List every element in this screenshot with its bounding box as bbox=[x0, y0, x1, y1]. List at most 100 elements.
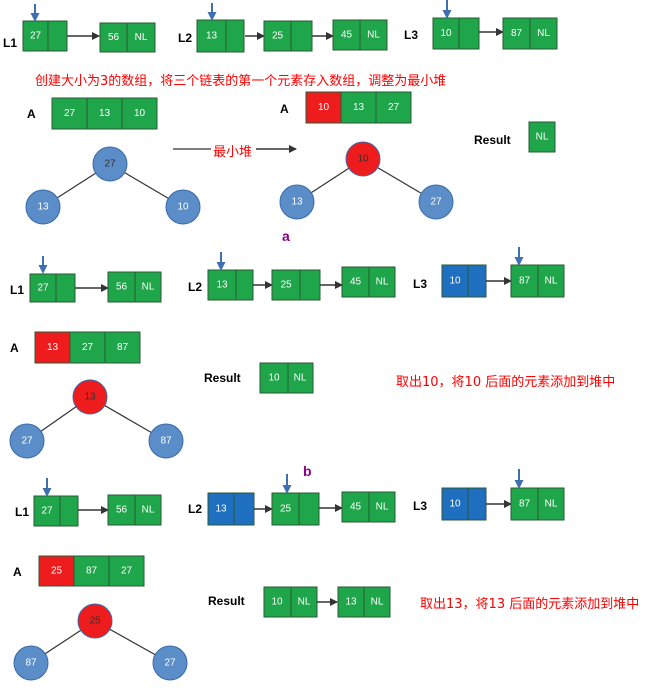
heap-root bbox=[72, 379, 108, 415]
heap-right-value: 27 bbox=[430, 197, 442, 208]
array-value: 13 bbox=[99, 108, 111, 119]
array-cell bbox=[108, 555, 145, 587]
list-node bbox=[33, 495, 61, 527]
array-value: 10 bbox=[134, 108, 146, 119]
list-node bbox=[22, 20, 49, 52]
heap-right bbox=[148, 423, 184, 459]
node-value: 10 bbox=[440, 28, 452, 39]
heap-root-value: 27 bbox=[104, 159, 116, 170]
list-label-l2: L2 bbox=[188, 280, 203, 294]
instruction-text: 创建大小为3的数组，将三个链表的第一个元素存入数组，调整为最小堆 bbox=[35, 74, 447, 89]
list-node bbox=[29, 273, 57, 303]
null-cell bbox=[134, 494, 162, 526]
null-cell bbox=[359, 19, 388, 51]
null-label: NL bbox=[298, 597, 311, 608]
null-label: NL bbox=[294, 373, 307, 384]
null-cell bbox=[134, 271, 162, 303]
heap-right-value: 87 bbox=[160, 436, 172, 447]
result-value: 13 bbox=[345, 597, 357, 608]
list-node bbox=[196, 19, 227, 53]
array-value: 13 bbox=[47, 342, 59, 353]
list-node-pointer bbox=[59, 495, 79, 527]
result-value: 10 bbox=[268, 373, 280, 384]
step-tag-b: b bbox=[303, 463, 312, 479]
node-value: 25 bbox=[272, 31, 284, 42]
list-node-pointer bbox=[298, 492, 320, 526]
null-label: NL bbox=[142, 282, 155, 293]
array-label: A bbox=[280, 102, 289, 116]
heap-left bbox=[9, 423, 45, 459]
array-value: 87 bbox=[86, 566, 98, 577]
node-value: 56 bbox=[116, 282, 128, 293]
array-cell bbox=[121, 97, 158, 130]
list-node-pointer bbox=[467, 487, 487, 521]
result-null-cell bbox=[528, 121, 556, 153]
result-label: Result bbox=[474, 133, 511, 147]
node-value: 56 bbox=[108, 32, 120, 43]
heap-right-value: 27 bbox=[164, 658, 176, 669]
array-value: 27 bbox=[82, 342, 94, 353]
node-value: 10 bbox=[449, 276, 461, 287]
array-value: 87 bbox=[117, 342, 129, 353]
null-cell bbox=[126, 22, 156, 53]
result-cell bbox=[263, 586, 292, 618]
node-value: 13 bbox=[206, 31, 218, 42]
node-value: 25 bbox=[280, 504, 292, 515]
heap-left-value: 13 bbox=[291, 197, 303, 208]
heap-root bbox=[77, 603, 113, 639]
array-cell bbox=[51, 97, 88, 130]
list-node bbox=[341, 266, 370, 298]
list-node bbox=[510, 487, 539, 521]
step-tag-a: a bbox=[282, 228, 290, 244]
array-value: 27 bbox=[64, 108, 76, 119]
list-node-pointer bbox=[458, 17, 480, 50]
null-label: NL bbox=[367, 30, 380, 41]
node-value: 10 bbox=[449, 499, 461, 510]
list-node-pointer bbox=[225, 19, 245, 53]
heap-root-value: 25 bbox=[89, 616, 101, 627]
transform-label: 最小堆 bbox=[213, 145, 253, 160]
result-label: Result bbox=[208, 594, 245, 608]
list-label-l1: L1 bbox=[10, 283, 25, 297]
result-null-cell bbox=[287, 362, 314, 394]
list-node-pointer bbox=[233, 492, 255, 526]
list-label-l1: L1 bbox=[3, 36, 18, 50]
heap-left bbox=[279, 184, 315, 220]
null-label: NL bbox=[545, 276, 558, 287]
array-value: 25 bbox=[51, 566, 63, 577]
heap-right bbox=[152, 645, 188, 681]
array-value: 27 bbox=[388, 102, 400, 113]
array-cell bbox=[69, 331, 106, 364]
list-node bbox=[441, 487, 469, 521]
node-value: 45 bbox=[350, 502, 362, 513]
array-cell bbox=[38, 555, 75, 587]
list-label-l3: L3 bbox=[413, 277, 428, 291]
heap-left-value: 27 bbox=[21, 436, 33, 447]
node-value: 25 bbox=[280, 280, 292, 291]
null-label: NL bbox=[142, 505, 155, 516]
null-label: NL bbox=[537, 28, 550, 39]
array-cell bbox=[305, 91, 342, 124]
list-label-l3: L3 bbox=[413, 499, 428, 513]
null-label: NL bbox=[376, 502, 389, 513]
step-note: 取出10，将10 后面的元素添加到堆中 bbox=[396, 375, 616, 390]
null-label: NL bbox=[536, 132, 549, 143]
null-cell bbox=[537, 487, 565, 521]
node-value: 45 bbox=[341, 30, 353, 41]
null-label: NL bbox=[135, 32, 148, 43]
node-value: 56 bbox=[116, 505, 128, 516]
result-cell bbox=[337, 586, 365, 618]
list-node-pointer bbox=[290, 20, 313, 52]
heap-left bbox=[25, 189, 61, 225]
heap-root bbox=[92, 146, 128, 182]
node-value: 87 bbox=[519, 276, 531, 287]
null-cell bbox=[368, 491, 396, 523]
result-value: 10 bbox=[271, 597, 283, 608]
null-cell bbox=[368, 266, 396, 298]
list-node-pointer bbox=[47, 20, 68, 52]
heap-right bbox=[418, 184, 454, 220]
heap-root-value: 13 bbox=[84, 392, 96, 403]
array-cell bbox=[375, 91, 412, 124]
